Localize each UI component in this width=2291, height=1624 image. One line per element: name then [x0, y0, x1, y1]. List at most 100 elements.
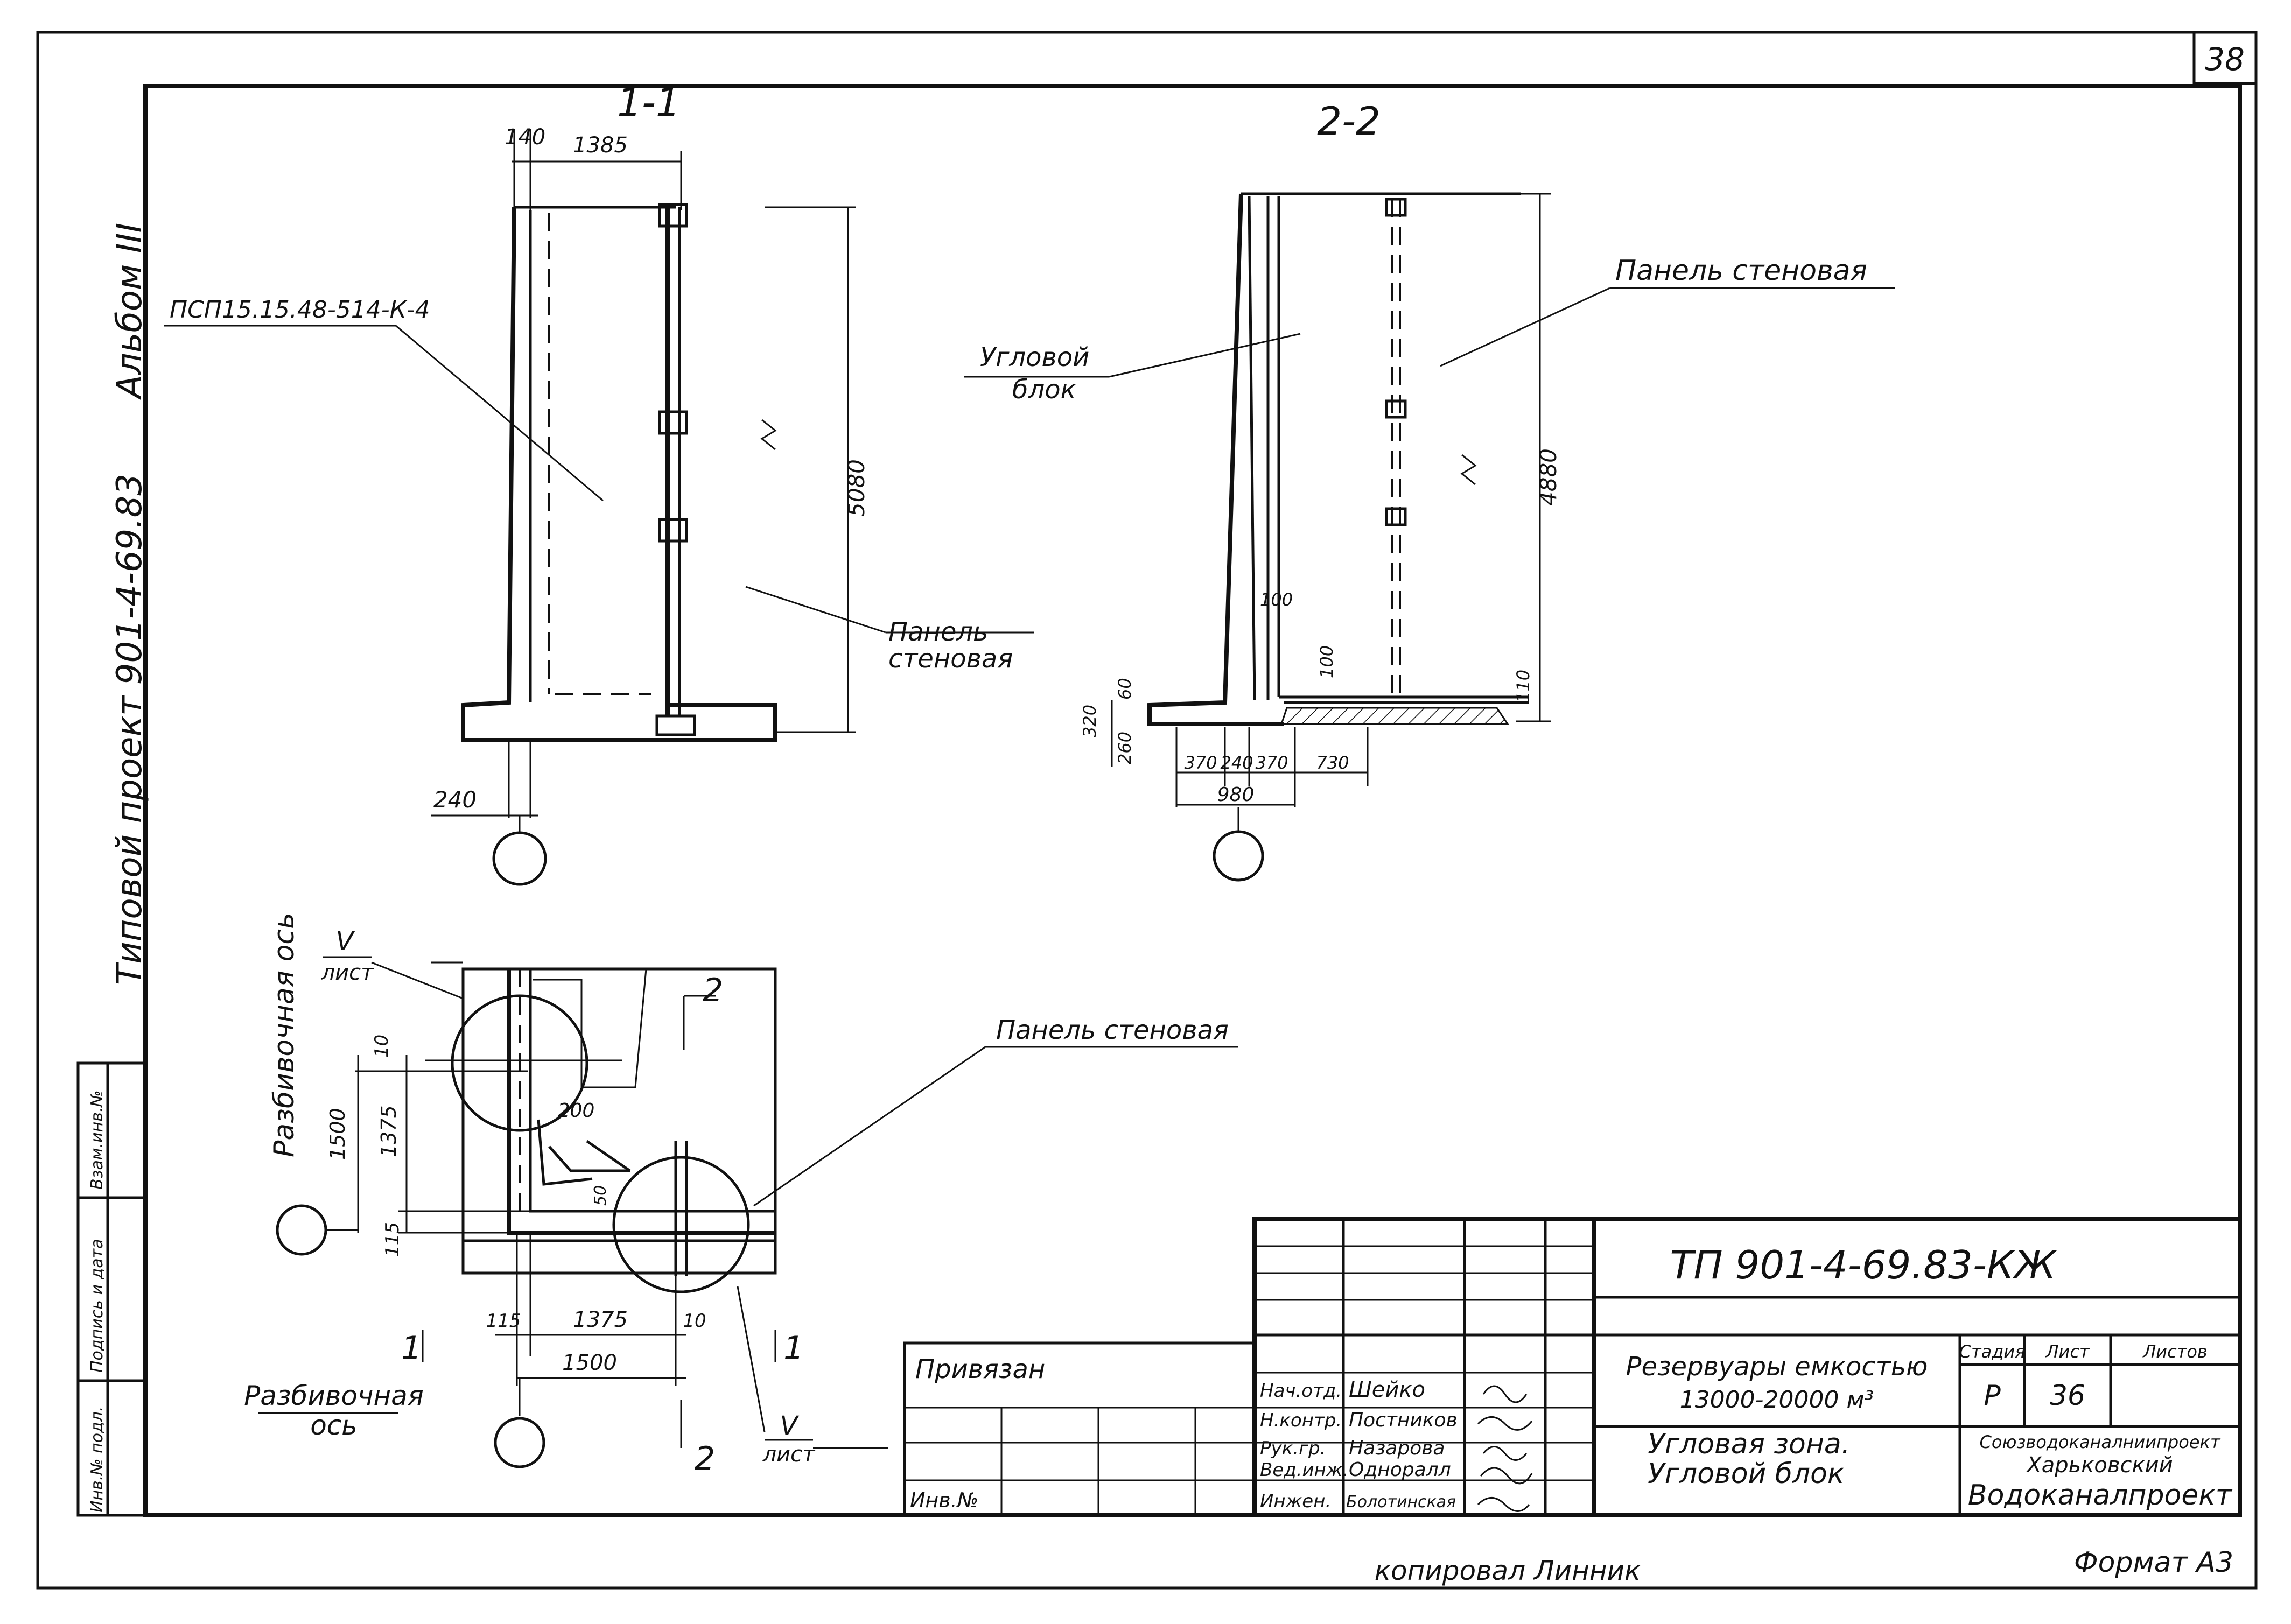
dim-text: 10	[683, 1310, 706, 1332]
dim-text: 100	[1260, 589, 1293, 610]
format-label: Формат А3	[2074, 1546, 2233, 1579]
dim-text: 115	[486, 1310, 521, 1332]
title-main: Резервуары емкостью	[1626, 1352, 1928, 1382]
project-label: Типовой проект 901-4-69.83	[110, 474, 150, 985]
stage-header: Стадия	[1959, 1341, 2026, 1362]
plan-wall	[529, 969, 775, 1213]
role-label: Рук.гр.	[1260, 1438, 1326, 1459]
dim-text: 980	[1217, 784, 1255, 806]
dim-text: 370	[1255, 753, 1288, 773]
leader	[753, 1046, 986, 1207]
detail-leader	[371, 961, 464, 1000]
section-2-2: 2-2 4880 100 100 110 320 60 260 370 240	[964, 99, 1895, 882]
role-label: Вед.инж.	[1260, 1459, 1348, 1481]
break-mark	[1460, 454, 1477, 486]
page-number-box	[2192, 31, 2258, 85]
dim-text: 370	[1184, 753, 1217, 773]
concrete-hatch	[1280, 707, 1509, 725]
person-name: Болотинская	[1346, 1493, 1456, 1511]
leader	[745, 586, 886, 634]
axis-label: Разбивочная	[244, 1380, 424, 1411]
org-name: Харьковский	[2026, 1453, 2173, 1478]
detail-circle	[612, 1156, 750, 1293]
signature	[1477, 1416, 1533, 1431]
inv-label: Инв.№	[910, 1488, 978, 1512]
plan-detail	[586, 1140, 631, 1172]
sheet-value: 36	[2050, 1380, 2085, 1412]
section-1-title: 1-1	[617, 80, 681, 125]
dim-text: 1385	[573, 133, 628, 158]
plan-detail	[533, 968, 647, 1088]
cut-mark: 2	[695, 1440, 715, 1478]
dim-text: 200	[558, 1100, 595, 1122]
dim-text: 10	[371, 1035, 393, 1058]
joint-plate	[658, 518, 688, 543]
cut-mark: 1	[783, 1330, 804, 1367]
break-mark	[760, 419, 777, 451]
panel-label: Панель стеновая	[1615, 255, 1867, 287]
dim-text: 60	[1115, 678, 1135, 700]
org-name: Союзводоканалниипроект	[1980, 1432, 2221, 1452]
dim-text: 1500	[326, 1108, 349, 1160]
detail-circle	[451, 994, 588, 1132]
side-strip: Типовой проект 901-4-69.83 Альбом III Вз…	[76, 223, 150, 1517]
joint-plate	[658, 203, 688, 228]
section-2-title: 2-2	[1317, 99, 1381, 144]
title-sheet: Угловой блок	[1648, 1458, 1845, 1490]
wall-outline	[1147, 193, 1284, 726]
axis-bubble	[492, 831, 547, 886]
signature	[1477, 1497, 1530, 1512]
detail-mark: V	[336, 926, 355, 957]
person-name: Назарова	[1349, 1437, 1445, 1459]
sheet-header: Лист	[2045, 1341, 2090, 1362]
dim-text: 110	[1513, 670, 1533, 702]
dim-text: 260	[1115, 732, 1135, 764]
panel-label: Панель	[888, 617, 988, 647]
dim-text: 240	[1220, 753, 1253, 773]
axis-bubble	[494, 1417, 545, 1468]
detail-mark: лист	[321, 960, 375, 985]
cut-mark: 2	[703, 972, 723, 1009]
side-cell-text: Взам.инв.№	[88, 1090, 107, 1190]
outer-frame	[36, 31, 2258, 1590]
drawing-code: ТП 901-4-69.83-КЖ	[1670, 1242, 2058, 1288]
dim-text: 50	[591, 1185, 610, 1206]
org-name: Водоканалпроект	[1968, 1479, 2233, 1511]
plan-detail	[537, 1119, 593, 1186]
dim-text: 1375	[377, 1105, 401, 1157]
corner-block-label: блок	[1012, 375, 1076, 405]
side-cell-frame	[76, 1061, 147, 1517]
dim-text: 1375	[573, 1307, 628, 1332]
role-label: Инжен.	[1260, 1491, 1331, 1512]
plan-detail	[548, 1145, 630, 1172]
axis-label: ось	[310, 1410, 358, 1441]
privyazan-block	[903, 1341, 1256, 1517]
privyazan-label: Привязан	[915, 1354, 1045, 1384]
title-sheet: Угловая зона.	[1648, 1428, 1850, 1460]
title-block: Привязан Инв.№ Нач.отд. Шейко Н.контр. П…	[903, 1217, 2242, 1517]
album-label: Альбом III	[110, 223, 150, 400]
role-label: Н.контр.	[1260, 1410, 1342, 1431]
detail-mark: лист	[762, 1442, 816, 1467]
dim-text: 5080	[843, 459, 870, 517]
mark-label: ПСП15.15.48-514-К-4	[170, 296, 430, 324]
joint-plate	[1385, 198, 1407, 217]
joint-plate	[658, 410, 688, 435]
plan-view: 2 2 V лист V лист 10 1500 1375 115 200 5…	[244, 912, 1238, 1478]
joint-plate	[1385, 507, 1407, 526]
dim-text: 320	[1080, 705, 1100, 737]
axis-label: Разбивочная ось	[268, 912, 300, 1157]
copied-by: копировал Линник	[1375, 1555, 1641, 1586]
plan-outline	[461, 967, 777, 1275]
dim-text: 115	[382, 1222, 403, 1257]
joint-plate	[655, 714, 696, 736]
signature	[1480, 1467, 1533, 1485]
title-main: 13000-20000 м³	[1680, 1386, 1874, 1414]
cut-mark: 1	[401, 1330, 422, 1367]
person-name: Одноралл	[1349, 1459, 1451, 1481]
axis-bubble	[276, 1204, 327, 1256]
leader	[1109, 333, 1301, 378]
dim-text: 4880	[1535, 448, 1561, 506]
joint-plate	[1385, 399, 1407, 419]
